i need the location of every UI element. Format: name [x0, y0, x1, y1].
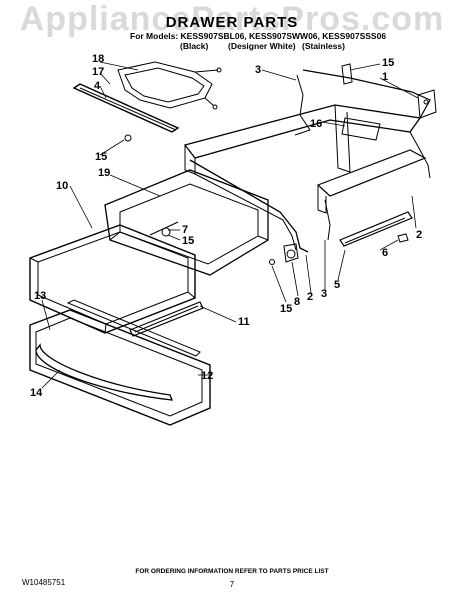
callout-17: 17	[92, 66, 104, 78]
callout-12: 12	[201, 370, 213, 382]
drawer-frame	[183, 69, 431, 253]
models-line: For Models: KESS907SBL06, KESS907SWW06, …	[130, 31, 387, 41]
callout-14: 14	[30, 387, 43, 399]
callout-18: 18	[92, 53, 104, 65]
finish-designer-white: (Designer White)	[228, 41, 296, 51]
callout-1: 1	[382, 71, 388, 83]
callout-11: 11	[238, 316, 250, 328]
callout-5: 5	[334, 279, 340, 291]
element-bracket	[72, 83, 180, 142]
drawer-liner	[104, 169, 269, 276]
drawer-body	[29, 224, 196, 334]
finish-black: (Black)	[180, 41, 209, 51]
callout-16: 16	[310, 118, 322, 130]
page-number: 7	[229, 580, 235, 589]
callout-15-bracket: 15	[382, 57, 394, 69]
callout-2-left: 2	[307, 291, 313, 303]
callout-15-element: 15	[95, 151, 107, 163]
callout-10: 10	[56, 180, 68, 192]
callout-13: 13	[34, 290, 46, 302]
callout-15-roller: 15	[280, 303, 292, 315]
callout-3-lower: 3	[321, 288, 327, 300]
leader-lines	[41, 61, 419, 389]
callout-8: 8	[294, 296, 300, 308]
callout-4: 4	[94, 80, 101, 92]
callout-2-right: 2	[416, 229, 422, 241]
roller-bracket	[269, 243, 299, 265]
watermark: AppliancePartsPros.com	[19, 0, 445, 38]
document-number: W10485751	[22, 578, 66, 587]
drawer-slide	[339, 211, 413, 247]
drawer-front-panel	[29, 299, 211, 426]
callout-19: 19	[98, 167, 110, 179]
finish-stainless: (Stainless)	[302, 41, 345, 51]
side-bracket	[341, 63, 437, 119]
page-title: DRAWER PARTS	[165, 14, 299, 31]
bake-element	[117, 61, 222, 110]
callout-7: 7	[182, 224, 188, 236]
callout-15-liner: 15	[182, 235, 194, 247]
callout-3-frame: 3	[255, 64, 261, 76]
ordering-note: FOR ORDERING INFORMATION REFER TO PARTS …	[135, 568, 329, 575]
callout-6: 6	[382, 247, 388, 259]
